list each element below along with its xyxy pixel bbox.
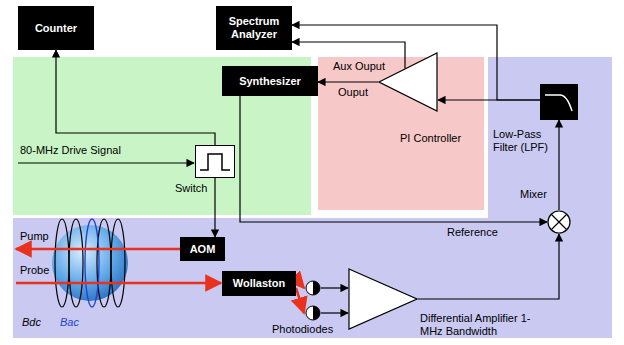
- photodiode-circle: [306, 306, 320, 320]
- symbol: [348, 268, 418, 330]
- signal-label: Ouput: [338, 86, 368, 99]
- wire-connector: [559, 120, 560, 210]
- connector-path: [296, 279, 304, 288]
- connector-path: [558, 120, 559, 210]
- coils: [55, 219, 125, 307]
- symbol: [547, 210, 571, 234]
- annotation-label: 80-MHz Drive Signal: [20, 144, 121, 157]
- wire-connector: [321, 288, 348, 313]
- node-label: Switch: [175, 182, 207, 195]
- instrument-box: Counter: [18, 6, 94, 50]
- beam-connector: [296, 279, 304, 313]
- wire-connector: [418, 234, 559, 299]
- connector-path: [321, 312, 348, 313]
- pd-node: Photodiodes: [272, 278, 342, 336]
- node-label: Wollaston: [233, 277, 285, 290]
- annotation-label: Bac: [60, 316, 79, 329]
- connector-path: [418, 234, 559, 299]
- photodiode-fill: [313, 306, 320, 320]
- filter-symbol: [545, 95, 572, 111]
- node-label: Mixer: [520, 188, 547, 201]
- amplifier-triangle: [378, 52, 438, 112]
- symbol: [196, 146, 234, 177]
- switch-node: Switch: [175, 145, 237, 197]
- node-label: Synthesizer: [239, 75, 301, 88]
- wire-connector: [240, 96, 547, 222]
- wire-connector: [215, 178, 216, 237]
- symbol: [305, 280, 321, 296]
- mixer-cross: [552, 215, 567, 230]
- amplifier-triangle: [348, 268, 418, 330]
- instrument-box: AOM: [180, 237, 225, 261]
- vapor-cell: [52, 225, 128, 301]
- drive-signal-wire: [18, 162, 194, 163]
- symbol: [305, 305, 321, 321]
- probe-beam: [16, 282, 221, 285]
- node-label: AOM: [190, 243, 216, 256]
- wire-connector: [56, 50, 215, 145]
- connector-path: [214, 178, 215, 237]
- symbol: [378, 52, 438, 112]
- green-panel: [13, 57, 311, 215]
- connector-path: [296, 288, 304, 313]
- annotation-label: Pump: [20, 230, 49, 243]
- switch-box: [195, 145, 235, 178]
- photodiode: [305, 305, 321, 321]
- signal-label: Aux Ouput: [333, 60, 385, 73]
- blue-panel: [13, 57, 612, 338]
- annotation-label: Probe: [20, 264, 49, 277]
- pi-node: PI Controller: [378, 52, 482, 148]
- instrument-box: Synthesizer: [222, 66, 318, 96]
- instrument-box: Spectrum Analyzer: [216, 6, 292, 50]
- node-label: Low-Pass Filter (LPF): [493, 128, 551, 154]
- wire-connector: [318, 82, 378, 83]
- node-label: Counter: [35, 22, 77, 35]
- symbol: [540, 84, 578, 120]
- node-label: PI Controller: [400, 132, 461, 145]
- mixer-symbol: [547, 210, 571, 234]
- triangle-outline: [349, 269, 417, 329]
- node-label: Photodiodes: [272, 323, 333, 336]
- connector-path: [321, 287, 348, 288]
- triangle-outline: [379, 53, 437, 111]
- annotation-label: Bdc: [22, 316, 41, 329]
- photodiode: [305, 280, 321, 296]
- pump-beam: [16, 248, 180, 251]
- node-label: Spectrum Analyzer: [216, 15, 292, 41]
- instrument-box: Wollaston: [222, 271, 296, 296]
- ac-coil: [85, 219, 99, 307]
- amp-node: Differential Amplifier 1-MHz Bandwidth: [348, 268, 588, 342]
- pulse-symbol: [200, 154, 230, 170]
- connector-path: [240, 96, 547, 222]
- mixer-node: Mixer: [520, 188, 572, 234]
- filter-box: [540, 84, 578, 120]
- photodiode-fill: [313, 281, 320, 295]
- connector-path: [318, 81, 378, 82]
- node-label: Differential Amplifier 1-MHz Bandwidth: [420, 312, 538, 338]
- photodiode-circle: [306, 281, 320, 295]
- signal-label: Reference: [447, 226, 498, 239]
- lpf-node: Low-Pass Filter (LPF): [493, 84, 610, 160]
- mixer-circle: [548, 211, 570, 233]
- connector-path: [56, 50, 215, 145]
